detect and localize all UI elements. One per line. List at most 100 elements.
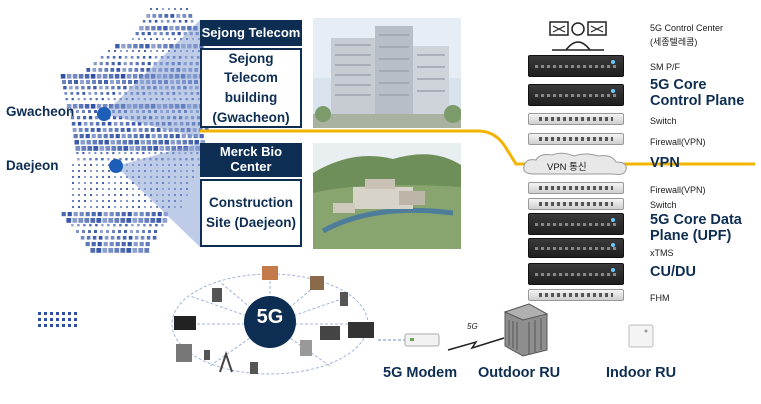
map-dot	[128, 236, 133, 240]
map-dot	[143, 224, 146, 227]
map-dot	[148, 230, 151, 233]
map-dot	[94, 110, 97, 113]
map-dot	[148, 20, 152, 23]
map-dot	[147, 146, 153, 151]
map-dot	[96, 170, 98, 172]
map-dot	[124, 152, 127, 155]
map-dot	[72, 182, 74, 184]
map-dot	[108, 128, 113, 132]
map-dot	[174, 38, 176, 40]
map-dot	[90, 218, 96, 223]
jeju-dot	[74, 324, 77, 327]
sejong-title: Sejong Telecom	[200, 20, 302, 46]
map-dot	[127, 134, 132, 139]
gwacheon-marker	[97, 107, 111, 121]
map-dot	[140, 68, 145, 72]
map-dot	[72, 176, 74, 178]
map-dot	[120, 170, 122, 172]
xtms-label: xTMS	[650, 248, 674, 258]
vpn-label: VPN	[650, 155, 680, 171]
map-dot	[89, 224, 92, 227]
map-dot	[184, 20, 188, 23]
jeju-dot	[44, 324, 47, 327]
map-dot	[122, 236, 127, 240]
jeju-dot	[68, 312, 71, 315]
map-dot	[93, 86, 97, 90]
map-dot	[98, 236, 103, 240]
map-dot	[72, 194, 74, 196]
map-dot	[157, 212, 162, 217]
jeju-dot	[56, 324, 59, 327]
map-dot	[163, 44, 168, 49]
map-dot	[104, 68, 109, 72]
map-dot	[105, 146, 111, 151]
map-dot	[103, 242, 108, 247]
map-dot	[72, 104, 78, 109]
map-dot	[90, 200, 92, 202]
map-dot	[60, 74, 66, 79]
map-dot	[104, 80, 108, 84]
map-dot	[127, 242, 132, 247]
map-dot	[96, 200, 98, 202]
map-dot	[76, 116, 81, 120]
map-dot	[96, 182, 98, 184]
map-dot	[154, 230, 157, 233]
switch-2-label: Switch	[650, 200, 677, 210]
sejong-body: Sejong Telecom building (Gwacheon)	[200, 48, 302, 128]
map-dot	[92, 140, 97, 145]
map-dot	[130, 56, 134, 59]
map-dot	[146, 140, 151, 145]
map-dot	[110, 140, 115, 145]
map-dot	[97, 242, 102, 247]
map-dot	[84, 182, 86, 184]
map-dot	[119, 122, 124, 126]
map-dot	[94, 116, 99, 120]
map-dot	[77, 122, 82, 126]
map-dot	[83, 122, 88, 126]
core-control-server	[528, 84, 624, 106]
5g-link-label: 5G	[467, 322, 478, 331]
map-dot	[114, 218, 120, 223]
map-dot	[78, 170, 80, 172]
map-dot	[108, 200, 110, 202]
map-dot	[115, 134, 120, 139]
map-dot	[112, 92, 116, 95]
map-dot	[63, 86, 67, 90]
map-dot	[158, 140, 163, 145]
map-dot	[114, 176, 116, 178]
map-dot	[152, 140, 157, 145]
map-dot	[147, 62, 151, 66]
map-dot	[160, 20, 164, 23]
map-dot	[153, 146, 159, 151]
map-dot	[120, 206, 122, 208]
map-dot	[92, 236, 97, 240]
map-dot	[178, 20, 182, 23]
map-dot	[71, 224, 74, 227]
map-dot	[118, 56, 122, 59]
map-dot	[107, 122, 112, 126]
map-dot	[84, 188, 86, 190]
map-dot	[159, 32, 163, 36]
map-dot	[168, 8, 170, 10]
map-dot	[138, 194, 140, 196]
map-dot	[145, 242, 150, 247]
map-dot	[186, 8, 188, 10]
map-dot	[84, 194, 86, 196]
map-dot	[102, 188, 104, 190]
map-dot	[108, 182, 110, 184]
map-dot	[89, 158, 92, 161]
map-dot	[102, 206, 104, 208]
map-dot	[125, 224, 128, 227]
map-dot	[145, 134, 150, 139]
map-dot	[96, 176, 98, 178]
map-dot	[72, 164, 74, 166]
map-dot	[90, 170, 92, 172]
map-dot	[104, 140, 109, 145]
map-dot	[72, 74, 78, 79]
map-dot	[177, 32, 181, 36]
map-dot	[102, 182, 104, 184]
map-dot	[96, 218, 102, 223]
map-dot	[176, 14, 181, 18]
map-dot	[188, 14, 193, 18]
map-dot	[90, 104, 96, 109]
